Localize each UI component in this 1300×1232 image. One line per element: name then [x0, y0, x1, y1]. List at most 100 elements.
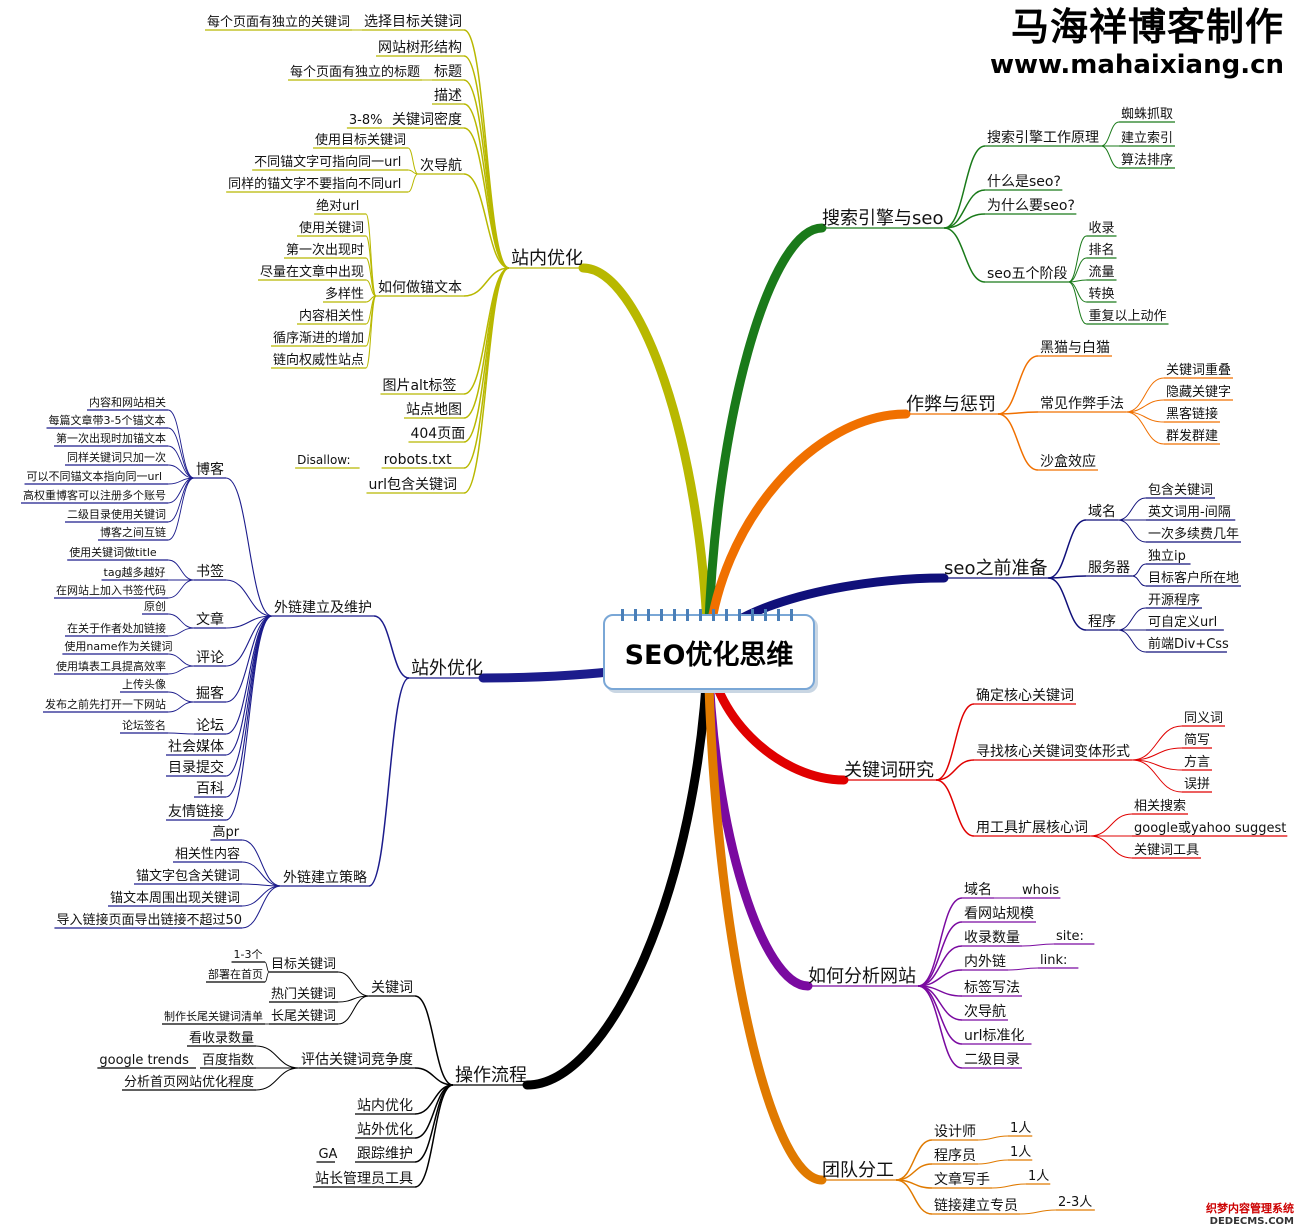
- connector: [935, 703, 975, 781]
- connector: [365, 257, 377, 297]
- leaf-offpage: 博客之间互链: [100, 525, 166, 539]
- leaf-offpage: 原创: [144, 600, 166, 613]
- connector: [167, 665, 195, 675]
- connector: [241, 861, 282, 887]
- leaf-keyword: 方言: [1184, 754, 1210, 770]
- connector: [917, 921, 963, 987]
- leaf-prep: 可自定义url: [1148, 615, 1217, 630]
- leaf-process: 制作长尾关键词清单: [164, 1009, 263, 1023]
- topic-team: 链接建立专员: [934, 1197, 1018, 1214]
- leaf-onpage: 多样性: [325, 286, 364, 302]
- leaf-process: 部署在首页: [208, 967, 263, 981]
- branch-trunk: [578, 263, 713, 655]
- topic-onpage: 选择目标关键词: [364, 14, 462, 30]
- leaf-offpage: 论坛签名: [122, 718, 166, 732]
- leaf-analyze: site:: [1056, 929, 1084, 944]
- connector: [1068, 281, 1087, 325]
- connector: [463, 127, 510, 269]
- connector: [917, 897, 963, 987]
- leaf-prep: 英文词用-间隔: [1148, 505, 1231, 520]
- topic-analyze: 域名: [964, 882, 992, 898]
- topic-analyze: 标签写法: [964, 979, 1020, 996]
- connector: [414, 1067, 454, 1086]
- leaf-keyword: 误拼: [1184, 777, 1210, 792]
- connector: [225, 615, 273, 703]
- leaf-onpage: 同样的锚文字不要指向不同url: [228, 176, 401, 192]
- leaf-team: 1人: [1028, 1169, 1049, 1184]
- leaf-offpage: tag越多越好: [104, 565, 166, 579]
- leaf-cheat: 隐藏关键字: [1166, 385, 1231, 400]
- subtopic-process: 长尾关键词: [271, 1009, 336, 1024]
- connector: [463, 29, 510, 269]
- connector: [1131, 725, 1183, 761]
- connector: [337, 995, 370, 1025]
- branch-trunk: [703, 409, 911, 655]
- topic-team: 程序员: [934, 1148, 976, 1164]
- branch-trunk: [703, 223, 827, 655]
- watermark: 织梦内容管理系统 DEDECMS.COM: [1206, 1202, 1294, 1228]
- subtopic-offpage: 友情链接: [168, 803, 224, 820]
- connector: [167, 613, 195, 629]
- leaf-process: 1-3个: [234, 948, 263, 961]
- topic-onpage: 关键词密度: [392, 111, 462, 128]
- topic-cheat: 常见作弊手法: [1040, 396, 1124, 412]
- connector: [1048, 577, 1087, 631]
- topic-analyze: 收录数量: [964, 930, 1020, 946]
- leaf-keyword: 简写: [1184, 732, 1210, 748]
- watermark-url: DEDECMS.COM: [1209, 1216, 1294, 1227]
- topic-onpage: 站点地图: [406, 402, 462, 418]
- connector: [463, 267, 510, 469]
- topic-keyword: 寻找核心关键词变体形式: [976, 744, 1130, 760]
- connector: [463, 267, 510, 494]
- connector: [264, 961, 270, 973]
- topic-team: 文章写手: [934, 1171, 990, 1188]
- branch-team: 团队分工: [822, 1160, 894, 1181]
- topic-process: 站长管理员工具: [315, 1171, 413, 1187]
- brand-url: www.mahaixiang.cn: [989, 50, 1284, 80]
- leaf-process: google trends: [99, 1053, 189, 1068]
- branch-onpage: 站内优化: [511, 248, 583, 269]
- connector: [917, 985, 963, 1069]
- connector: [1068, 257, 1087, 283]
- subtopic-offpage: 社会媒体: [168, 739, 224, 755]
- connector: [1125, 377, 1165, 413]
- connector: [167, 691, 195, 703]
- subtopic-offpage: 评论: [196, 650, 224, 666]
- leaf-onpage: 绝对url: [316, 198, 359, 214]
- topic-onpage: 网站树形结构: [378, 40, 462, 56]
- connector: [1117, 497, 1147, 521]
- central-topic: SEO优化思维: [603, 609, 815, 690]
- connector: [1117, 629, 1147, 653]
- topic-cheat: 黑猫与白猫: [1040, 340, 1110, 356]
- connector: [167, 464, 195, 479]
- connector: [167, 409, 195, 479]
- leaf-prep: 目标客户所在地: [1148, 570, 1239, 586]
- leaf-engine: 算法排序: [1121, 153, 1173, 168]
- topic-prep: 服务器: [1088, 560, 1130, 576]
- leaf-team: 2-3人: [1058, 1195, 1092, 1210]
- leaf-onpage: 3-8%: [349, 113, 383, 128]
- topic-analyze: 二级目录: [964, 1052, 1020, 1068]
- connector: [935, 759, 975, 781]
- leaf-analyze: whois: [1022, 883, 1059, 898]
- connector: [241, 885, 282, 907]
- subtopic-offpage: 掘客: [196, 685, 224, 702]
- connector: [1131, 747, 1183, 761]
- leaf-onpage: 循序渐进的增加: [273, 330, 364, 346]
- connector: [167, 559, 195, 581]
- brand-title: 马海祥博客制作: [1010, 5, 1284, 49]
- topic-onpage: robots.txt: [384, 452, 452, 468]
- subtopic-offpage: 博客: [196, 461, 224, 478]
- connector: [1089, 835, 1133, 859]
- topic-onpage: 次导航: [420, 158, 462, 174]
- connector: [1131, 575, 1147, 587]
- leaf-cheat: 黑客链接: [1166, 406, 1218, 422]
- branch-trunk: [703, 645, 827, 1185]
- leaf-offpage: 在网站上加入书签代码: [56, 583, 166, 597]
- leaf-engine: 排名: [1089, 242, 1115, 258]
- topic-offpage: 外链建立及维护: [274, 600, 372, 616]
- connector: [407, 173, 419, 193]
- leaf-engine: 流量: [1089, 265, 1115, 280]
- connector: [167, 701, 195, 713]
- subtopic-offpage: 文章: [196, 611, 224, 628]
